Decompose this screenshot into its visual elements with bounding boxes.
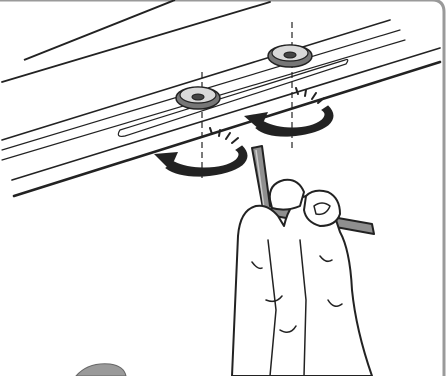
adjustment-screw-left [176,72,220,178]
hand [232,180,372,376]
rotation-arrow-left-icon [154,128,247,176]
edge-line-top [24,0,175,60]
corner-shape [76,364,126,376]
